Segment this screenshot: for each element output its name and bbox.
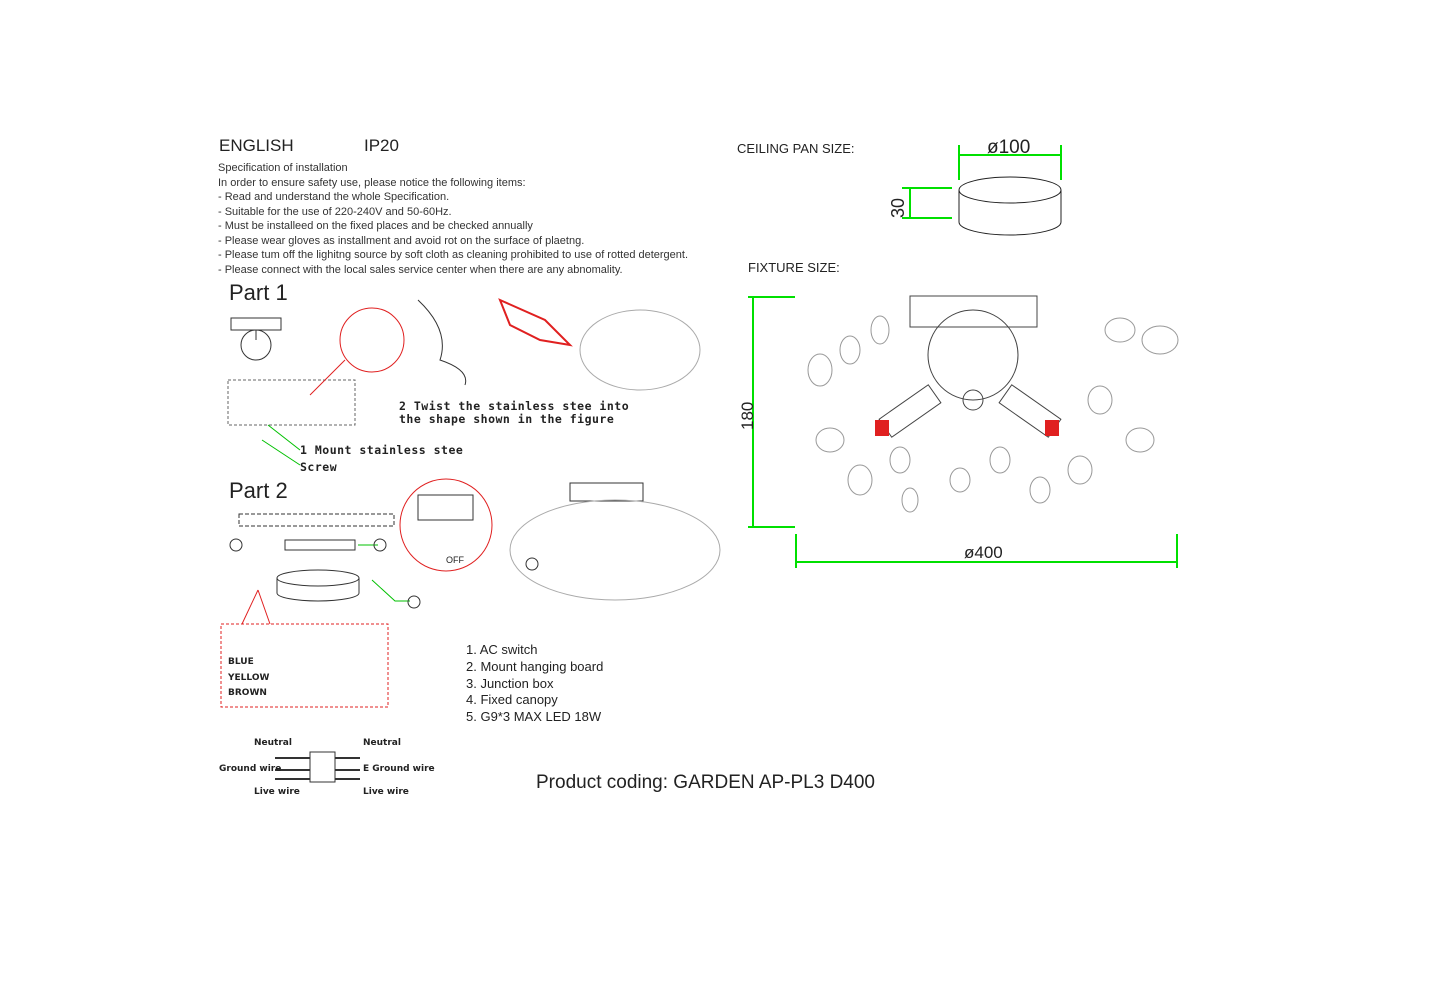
live-left: Live wire [254,787,300,797]
off-label: OFF [446,555,464,565]
part2-title: Part 2 [229,478,288,503]
fixture-height: 180 [738,401,757,430]
part1-screw: Screw [300,460,338,474]
legend-item: 2. Mount hanging board [466,658,604,674]
ceiling-label: CEILING PAN SIZE: [737,141,855,156]
product-coding: Product coding: GARDEN AP-PL3 D400 [536,772,876,793]
parts-legend: 1. AC switch 2. Mount hanging board 3. J… [466,642,603,726]
legend-item: 1. AC switch [466,642,538,657]
fixture-drawing [807,295,1179,513]
fixture-label: FIXTURE SIZE: [748,260,840,275]
neutral-right: Neutral [363,738,401,748]
legend-item: 4. Fixed canopy [466,692,558,708]
part1-step1: 1 Mount stainless stee [300,443,464,457]
fixture-dimension-lines [748,296,1178,568]
spec-intro: In order to ensure safety use, please no… [218,176,526,189]
spec-item: - Please tum off the lighitng source by … [218,249,689,261]
wire-colors: BLUE YELLOW BROWN [228,655,269,702]
spec-item: - Please connect with the local sales se… [218,263,623,276]
live-right: Live wire [363,787,409,797]
ceiling-height: 30 [888,197,908,218]
spec-item: - Please wear gloves as installment and … [218,234,585,247]
spec-item: - Must be installeed on the fixed places… [218,220,533,232]
language-label: ENGLISH [219,136,294,155]
part2-drawing [220,478,721,783]
spec-item: - Suitable for the use of 220-240V and 5… [218,205,452,218]
legend-item: 3. Junction box [466,675,554,691]
part1-step2-line2: the shape shown in the figure [399,412,615,426]
fixture-diameter: ø400 [964,543,1003,562]
ceiling-pan-drawing [958,176,1062,236]
ground-right: E Ground wire [363,764,435,774]
ip-rating: IP20 [364,136,399,155]
spec-item: - Read and understand the whole Specific… [218,191,450,203]
spec-block: Specification of installation In order t… [218,161,688,277]
legend-item: 5. G9*3 MAX LED 18W [466,709,602,725]
part1-title: Part 1 [229,280,288,305]
ceiling-diameter: ø100 [987,137,1031,158]
wire-yellow: YELLOW [228,672,270,683]
wire-blue: BLUE [228,657,254,667]
ground-left: Ground wire [219,764,282,774]
ceiling-dimension-lines [902,145,1062,219]
wire-brown: BROWN [228,688,267,698]
neutral-left: Neutral [254,738,292,748]
spec-title: Specification of installation [218,162,348,174]
part1-step2-line1: 2 Twist the stainless stee into [399,399,630,413]
part1-drawing [227,298,701,466]
